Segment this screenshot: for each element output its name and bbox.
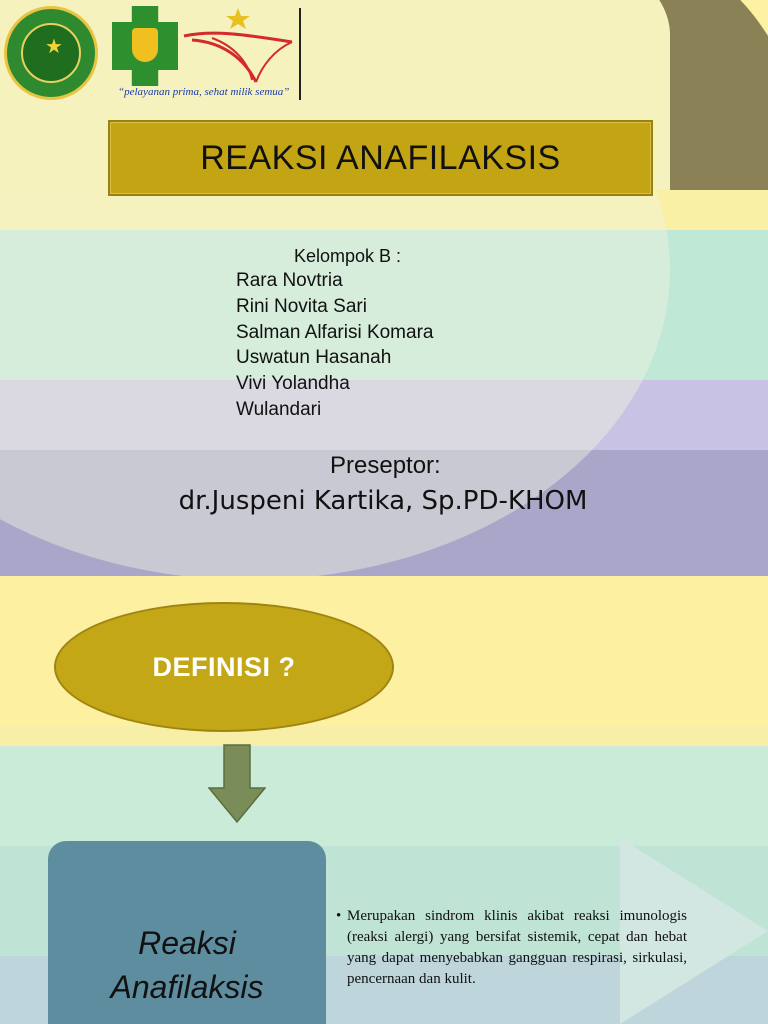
title-box: REAKSI ANAFILAKSIS — [108, 120, 653, 196]
decor-band — [0, 190, 768, 230]
definition-slide: DEFINISI ? Reaksi Anafilaksis • Merupaka… — [0, 576, 768, 1024]
member-name: Uswatun Hasanah — [236, 347, 392, 369]
term-title: Reaksi Anafilaksis — [48, 921, 326, 1009]
member-name: Vivi Yolandha — [236, 373, 350, 395]
divider — [299, 8, 301, 100]
slide-title: REAKSI ANAFILAKSIS — [200, 138, 561, 177]
hospital-cross-icon — [112, 6, 178, 86]
preseptor-name: dr.Juspeni Kartika, Sp.PD-KHOM — [0, 486, 768, 516]
term-line: Anafilaksis — [110, 969, 264, 1005]
logo-strip: ★ “pelayanan prima, sehat milik semua” — [0, 0, 310, 110]
member-name: Rara Novtria — [236, 270, 343, 291]
swoosh-star-icon — [183, 8, 293, 83]
term-box: Reaksi Anafilaksis — [48, 841, 326, 1024]
down-arrow-icon — [208, 744, 266, 824]
preseptor-name-text: dr.Juspeni Kartika, Sp.PD-KHOM — [178, 486, 588, 516]
decor-band — [0, 230, 768, 380]
decor-band — [0, 746, 768, 846]
bullet-icon: • — [336, 908, 342, 924]
decor-band — [0, 380, 768, 450]
university-seal-icon: ★ — [4, 6, 98, 100]
definition-heading: DEFINISI ? — [152, 651, 296, 682]
definition-text: Merupakan sindrom klinis akibat reaksi i… — [347, 908, 687, 987]
term-line: Reaksi — [138, 925, 236, 961]
decor-band — [0, 450, 768, 576]
preseptor-label: Preseptor: — [330, 452, 441, 479]
tagline: “pelayanan prima, sehat milik semua” — [118, 86, 290, 98]
definition-text-block: • Merupakan sindrom klinis akibat reaksi… — [333, 906, 687, 990]
member-name: Salman Alfarisi Komara — [236, 321, 434, 343]
definition-oval: DEFINISI ? — [54, 602, 394, 732]
group-label: Kelompok B : — [294, 246, 402, 266]
title-slide: ★ “pelayanan prima, sehat milik semua” R… — [0, 0, 768, 576]
member-list: Rara Novtria Rini Novita Sari Salman Alf… — [236, 268, 433, 423]
member-name: Wulandari — [236, 398, 322, 420]
member-name: Rini Novita Sari — [236, 295, 367, 317]
